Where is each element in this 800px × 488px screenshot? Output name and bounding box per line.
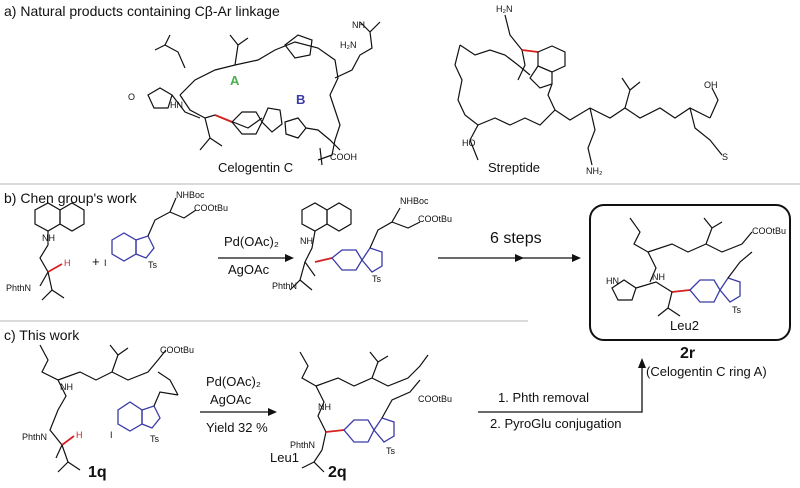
2r-hn-label: HN xyxy=(606,276,619,286)
chen-product-nhboc-label: NHBoc xyxy=(400,196,429,206)
chen-aminoquinoline-substrate xyxy=(34,202,85,301)
2r-cootbu-label: COOtBu xyxy=(752,226,787,236)
1q-phthn-label: PhthN xyxy=(22,432,48,442)
step2-label: 2. PyroGlu conjugation xyxy=(490,416,622,431)
celogentin-ring-a-caption: (Celogentin C ring A) xyxy=(646,364,767,379)
chen-reagent-ag: AgOAc xyxy=(228,262,270,277)
arg-nh-label: NH xyxy=(352,20,365,30)
streptide-h2n-label: H₂N xyxy=(496,4,513,14)
arrow-b-1 xyxy=(218,254,294,262)
six-steps-label: 6 steps xyxy=(490,230,542,247)
c-yield-label: Yield 32 % xyxy=(206,420,268,435)
c-reagent-pd: Pd(OAc)₂ xyxy=(206,374,261,389)
arrow-c-2 xyxy=(478,358,646,413)
compound-2q-label: 2q xyxy=(328,464,347,481)
2q-ts-label: Ts xyxy=(386,446,395,456)
leu2-label: Leu2 xyxy=(670,318,699,333)
streptide-oh-label: OH xyxy=(704,80,718,90)
ring-a-label: A xyxy=(230,73,240,88)
chen-indole-substrate xyxy=(111,197,197,262)
chen-product-phthn-label: PhthN xyxy=(272,281,298,291)
2q-phthn-label: PhthN xyxy=(290,440,316,450)
step1-label: 1. Phth removal xyxy=(498,390,590,405)
plus-sign: + xyxy=(92,254,100,269)
streptide-structure xyxy=(454,14,723,166)
product-2q xyxy=(299,351,429,473)
streptide-caption: Streptide xyxy=(488,160,541,175)
section-a-title: a) Natural products containing Cβ-Ar lin… xyxy=(4,3,280,19)
c-reagent-ag: AgOAc xyxy=(210,392,252,407)
chen-nhboc-label: NHBoc xyxy=(176,190,205,200)
streptide-nh2-label: NH₂ xyxy=(586,166,603,176)
chen-h-label: H xyxy=(64,258,71,268)
1q-cootbu-label: COOtBu xyxy=(160,345,195,355)
substrate-1q xyxy=(39,344,179,473)
arrow-b-steps xyxy=(438,254,581,262)
arg-h2n-label: H₂N xyxy=(340,40,357,50)
chen-coupled-product xyxy=(289,202,421,291)
pyroglu-o-label: O xyxy=(128,92,136,102)
2q-nh-label: NH xyxy=(318,402,331,412)
streptide-s-label: S xyxy=(722,152,729,162)
celogentin-c-structure xyxy=(147,21,381,166)
1q-ts-label: Ts xyxy=(150,434,159,444)
celogentin-c-caption: Celogentin C xyxy=(218,160,294,175)
celogentin-cooh-label: COOH xyxy=(330,152,357,162)
arrow-c-1 xyxy=(200,408,277,416)
1q-iodo-label: I xyxy=(110,430,113,440)
2r-nh-label: NH xyxy=(652,272,665,282)
product-box xyxy=(589,204,791,341)
1q-h-label: H xyxy=(76,430,83,440)
compound-1q-label: 1q xyxy=(88,464,107,481)
leu1-label: Leu1 xyxy=(270,450,299,465)
chen-product-cootbu-label: COOtBu xyxy=(418,214,453,224)
ring-b-label: B xyxy=(296,92,306,107)
2q-cootbu-label: COOtBu xyxy=(418,394,453,404)
celogentin-hn-label: HN xyxy=(170,100,183,110)
chen-iodo-label: I xyxy=(104,258,107,268)
chen-ts-label: Ts xyxy=(148,260,157,270)
chen-reagent-pd: Pd(OAc)₂ xyxy=(224,234,279,249)
chen-product-nh-label: NH xyxy=(300,236,313,246)
product-2r-structure xyxy=(611,217,753,317)
2r-ts-label: Ts xyxy=(732,305,741,315)
chen-product-ts-label: Ts xyxy=(372,274,381,284)
chen-phthn-label: PhthN xyxy=(6,283,32,293)
chen-cootbu-label: COOtBu xyxy=(194,203,229,213)
section-b-title: b) Chen group's work xyxy=(4,190,137,206)
1q-nh-label: NH xyxy=(60,382,73,392)
chen-nh-label: NH xyxy=(42,233,55,243)
streptide-ho-label: HO xyxy=(462,138,476,148)
section-c-title: c) This work xyxy=(4,327,80,343)
compound-2r-label: 2r xyxy=(680,345,696,362)
